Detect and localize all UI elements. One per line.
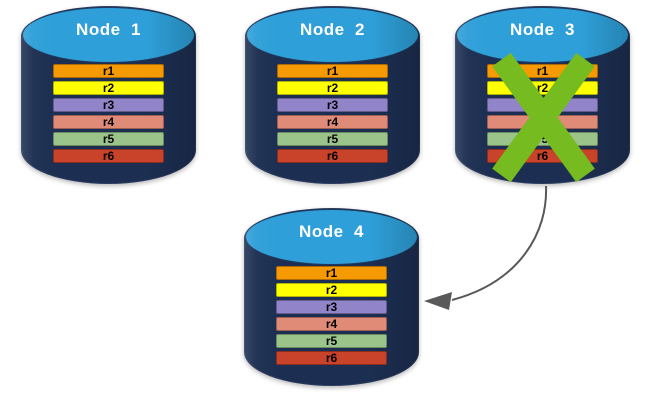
replica-bar[interactable]: r2 — [487, 81, 598, 95]
replica-bar[interactable]: r6 — [276, 351, 387, 365]
node-title: Node 2 — [300, 20, 365, 39]
replica-list: r1 r2 r3 r4 r5 r6 — [487, 64, 598, 166]
replica-bar[interactable]: r6 — [53, 149, 164, 163]
node-title: Node 4 — [299, 222, 364, 241]
replica-bar[interactable]: r2 — [277, 81, 388, 95]
node-4[interactable]: Node 4 r1 r2 r3 r4 r5 r6 — [244, 208, 419, 386]
replica-bar[interactable]: r3 — [487, 98, 598, 112]
replica-bar[interactable]: r5 — [277, 132, 388, 146]
cylinder-top — [245, 209, 418, 265]
replica-bar[interactable]: r3 — [277, 98, 388, 112]
node-1[interactable]: Node 1 r1 r2 r3 r4 r5 r6 — [21, 6, 196, 184]
node-title: Node 3 — [510, 20, 575, 39]
replica-bar[interactable]: r4 — [487, 115, 598, 129]
replica-bar[interactable]: r3 — [276, 300, 387, 314]
node-title: Node 1 — [76, 20, 141, 39]
replica-bar[interactable]: r5 — [53, 132, 164, 146]
node-2[interactable]: Node 2 r1 r2 r3 r4 r5 r6 — [245, 6, 420, 184]
replica-bar[interactable]: r1 — [487, 64, 598, 78]
replica-bar[interactable]: r4 — [276, 317, 387, 331]
replica-bar[interactable]: r5 — [276, 334, 387, 348]
replica-list: r1 r2 r3 r4 r5 r6 — [277, 64, 388, 166]
cylinder-top — [246, 7, 419, 63]
node-3[interactable]: Node 3 r1 r2 r3 r4 r5 r6 — [455, 6, 630, 184]
replica-bar[interactable]: r1 — [53, 64, 164, 78]
replica-bar[interactable]: r4 — [277, 115, 388, 129]
cylinder-top — [22, 7, 195, 63]
arrow-head — [424, 292, 452, 310]
replica-bar[interactable]: r5 — [487, 132, 598, 146]
replica-bar[interactable]: r3 — [53, 98, 164, 112]
replica-bar[interactable]: r1 — [277, 64, 388, 78]
replica-bar[interactable]: r6 — [277, 149, 388, 163]
replica-list: r1 r2 r3 r4 r5 r6 — [276, 266, 387, 368]
replica-bar[interactable]: r6 — [487, 149, 598, 163]
replica-list: r1 r2 r3 r4 r5 r6 — [53, 64, 164, 166]
replica-bar[interactable]: r2 — [53, 81, 164, 95]
replica-bar[interactable]: r2 — [276, 283, 387, 297]
arrow-curve — [451, 185, 548, 301]
replica-bar[interactable]: r1 — [276, 266, 387, 280]
replica-bar[interactable]: r4 — [53, 115, 164, 129]
